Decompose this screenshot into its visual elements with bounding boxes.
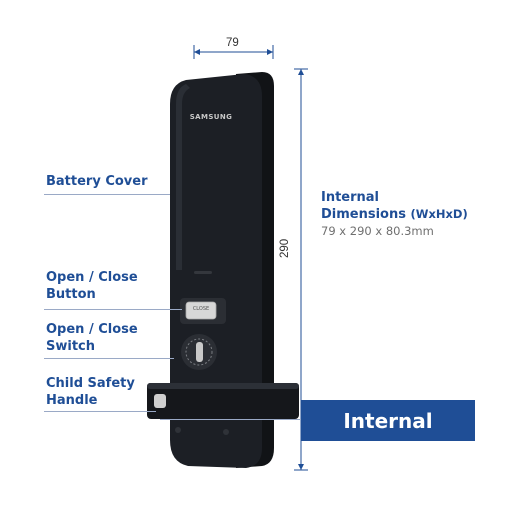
height-arrow-bottom — [298, 464, 304, 470]
lock-highlight — [176, 84, 190, 270]
lock-slot — [194, 271, 212, 274]
label-battery-cover: Battery Cover — [46, 174, 148, 189]
child-safety-knob — [154, 394, 166, 408]
lock-body — [170, 74, 262, 468]
close-button-text: CLOSE — [192, 306, 210, 312]
switch-ring — [185, 338, 213, 366]
height-value: 290 — [279, 238, 291, 258]
label-child-safety-handle-line — [44, 411, 156, 412]
close-button — [185, 301, 217, 320]
spec-title: Internal Dimensions (WxHxD) — [321, 189, 468, 223]
brand-logo: SAMSUNG — [189, 113, 233, 121]
spec-title-line1: Internal — [321, 190, 380, 205]
switch-knob — [196, 342, 203, 362]
label-open-close-button-line — [44, 309, 182, 310]
label-battery-cover-line — [44, 194, 170, 195]
height-arrow-top — [298, 69, 304, 75]
screw-right — [223, 429, 229, 435]
label-open-close-button: Open / Close Button — [46, 270, 138, 302]
width-arrow-right — [267, 49, 273, 55]
label-open-close-switch: Open / Close Switch — [46, 322, 138, 354]
spec-title-line2: Dimensions — [321, 207, 406, 222]
lock-handle-highlight — [147, 383, 299, 389]
label-child-safety-handle: Child Safety Handle — [46, 376, 135, 408]
spec-title-suffix: (WxHxD) — [410, 207, 468, 221]
banner-leader-line — [160, 419, 302, 420]
label-open-close-switch-line — [44, 358, 174, 359]
spec-value: 79 x 290 x 80.3mm — [321, 224, 434, 238]
width-value: 79 — [226, 37, 239, 49]
internal-banner: Internal — [301, 400, 475, 441]
screw-left — [175, 427, 181, 433]
width-arrow-left — [194, 49, 200, 55]
lock-handle — [147, 383, 299, 419]
spec-title-line2-row: Dimensions (WxHxD) — [321, 206, 468, 223]
